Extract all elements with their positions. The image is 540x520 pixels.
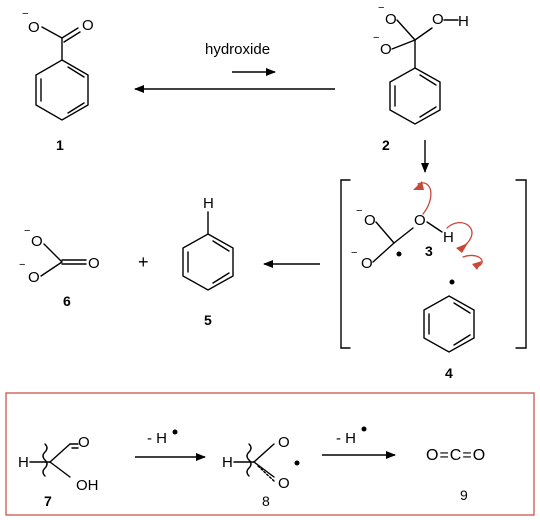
atom-o: O [88, 255, 100, 272]
reagent-label: hydroxide [205, 41, 270, 58]
compound-number: 9 [460, 487, 468, 503]
compound-number: 6 [63, 293, 71, 309]
atom-o: O [432, 11, 444, 28]
atom-o: O [28, 269, 40, 286]
radical-dot [361, 426, 367, 432]
charge-minus: − [22, 8, 28, 20]
atom-h: H [18, 454, 29, 471]
atom-h: H [443, 229, 454, 246]
atom-o: O [385, 11, 397, 28]
charge-minus: − [19, 259, 25, 271]
atom-o: O [31, 233, 43, 250]
compound-number: 5 [204, 312, 212, 328]
compound-2-tetrahedral-intermediate: − O − O O H 2 [373, 2, 469, 153]
curved-arrow-head [413, 181, 424, 190]
atom-o: O [78, 434, 90, 451]
compound-number: 4 [445, 365, 453, 381]
compound-number: 8 [262, 493, 270, 509]
atom-h: H [203, 195, 214, 212]
charge-minus: − [24, 225, 30, 237]
compound-number: 7 [44, 493, 52, 509]
curved-arrow-head [456, 243, 468, 253]
atom-o: O [28, 19, 40, 36]
co2-formula: O=C=O [426, 447, 486, 464]
radical-dot [294, 460, 300, 466]
step-arrow-2: - H [322, 426, 396, 459]
wavy-bond [42, 443, 48, 477]
atom-h: H [458, 13, 469, 30]
atom-o: O [414, 212, 426, 229]
atom-o: O [278, 475, 290, 492]
compound-7-carboxylic-acid: H O OH 7 [18, 434, 99, 509]
charge-minus: − [378, 2, 384, 14]
equilibrium-arrows: hydroxide [134, 41, 335, 93]
h-radical-label: - H [336, 430, 356, 447]
compound-number: 1 [56, 137, 64, 153]
atom-o: O [361, 255, 373, 272]
compound-8-carboxyl-radical: H O O 8 [222, 434, 300, 509]
radical-dot [449, 279, 455, 285]
charge-minus: − [356, 205, 362, 217]
compound-number: 2 [382, 137, 390, 153]
compound-1-benzoate: − O O 1 [22, 8, 94, 153]
compound-6-carbonate: − O − O O 6 [19, 225, 100, 309]
atom-h: H [222, 454, 233, 471]
charge-minus: − [351, 247, 357, 259]
compound-5-benzene: H 5 [182, 195, 234, 328]
radical-dot [396, 251, 402, 257]
atom-o: O [380, 41, 392, 58]
compound-number: 3 [425, 243, 433, 259]
atom-o: O [364, 212, 376, 229]
atom-o: O [278, 434, 290, 451]
plus-sign: + [138, 252, 149, 272]
radical-dot [172, 429, 178, 435]
wavy-bond [246, 443, 252, 477]
curved-arrow-head [472, 261, 482, 270]
step-arrow-1: - H [135, 429, 206, 461]
curved-arrow [446, 222, 473, 247]
atom-o: O [82, 17, 94, 34]
atom-oh: OH [76, 477, 99, 494]
h-radical-label: - H [147, 430, 167, 447]
charge-minus: − [373, 32, 379, 44]
compound-9-carbon-dioxide: O=C=O 9 [426, 447, 486, 503]
bracket-radical-pair: − O − O O H 3 4 [340, 179, 527, 381]
mechanism-box [5, 392, 535, 516]
curved-arrow [462, 254, 483, 267]
